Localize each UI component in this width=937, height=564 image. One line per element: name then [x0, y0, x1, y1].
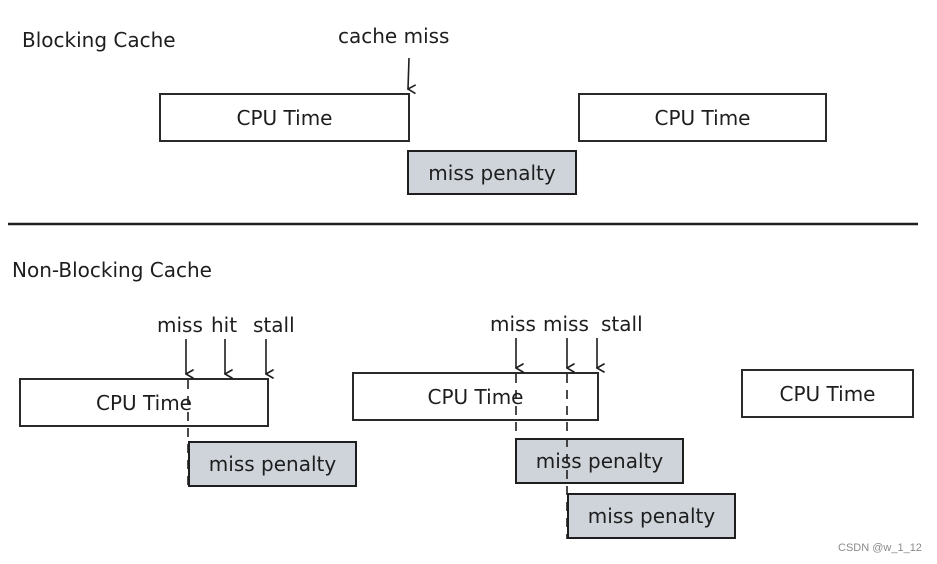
miss-penalty-block: miss penalty	[188, 441, 357, 487]
cpu-time-block: CPU Time	[741, 369, 914, 418]
cache-miss-label: cache miss	[338, 24, 450, 48]
watermark: CSDN @w_1_12	[838, 542, 922, 554]
cpu-time-block: CPU Time	[578, 93, 827, 142]
stall-label: stall	[601, 312, 643, 336]
hit-label: hit	[211, 313, 238, 337]
cpu-time-block: CPU Time	[159, 93, 410, 142]
miss-label: miss	[543, 312, 589, 336]
stall-label: stall	[253, 313, 295, 337]
miss-penalty-block: miss penalty	[567, 493, 736, 539]
miss-penalty-block: miss penalty	[407, 150, 577, 195]
cpu-time-block: CPU Time	[19, 378, 269, 427]
miss-label: miss	[490, 312, 536, 336]
cache-miss-arrow	[408, 57, 409, 89]
miss-penalty-block: miss penalty	[515, 438, 684, 484]
miss-label: miss	[157, 313, 203, 337]
non-blocking-cache-title: Non-Blocking Cache	[12, 258, 212, 282]
cpu-time-block: CPU Time	[352, 372, 599, 421]
blocking-cache-title: Blocking Cache	[22, 28, 176, 52]
